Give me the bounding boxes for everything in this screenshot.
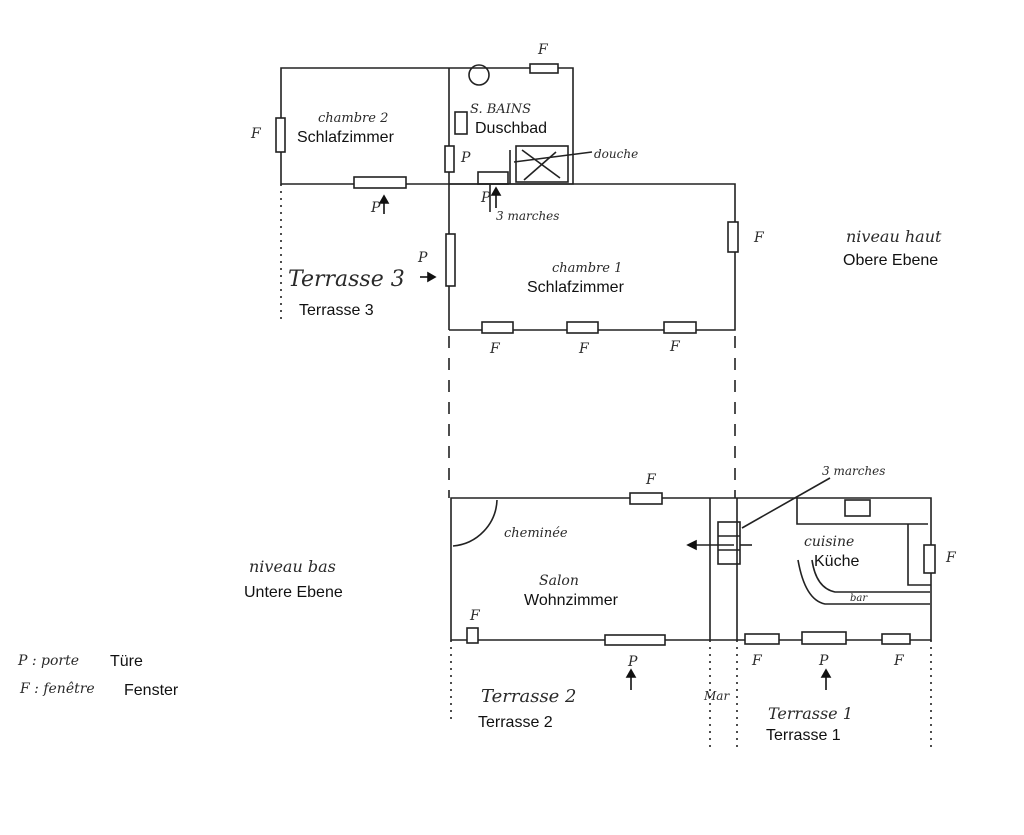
- window-symbol: F: [893, 653, 905, 669]
- lower-stairs-annotation: 3 marches: [822, 464, 885, 478]
- window-symbol: F: [645, 472, 657, 488]
- bar-annotation: bar: [850, 593, 868, 604]
- salon-fr-label: Salon: [539, 573, 579, 589]
- window-symbol: F: [669, 339, 681, 355]
- passage-annotation: Mar: [703, 689, 730, 703]
- dashed-projection-lines: [448, 336, 736, 498]
- terrace3-de-label: Terrasse 3: [299, 302, 374, 319]
- kitchen-de-label: Küche: [814, 553, 859, 570]
- terrace1-fr-label: Terrasse 1: [768, 704, 853, 723]
- bedroom1-de-label: Schlafzimmer: [527, 279, 625, 296]
- legend: P : porte Türe F : fenêtre Fenster: [17, 653, 179, 699]
- legend-door-fr: P : porte: [17, 653, 79, 669]
- lower-walls: [450, 64, 932, 750]
- legend-door-de: Türe: [110, 653, 143, 670]
- lower-level-fr-label: niveau bas: [249, 557, 336, 576]
- terrace3-fr-label: Terrasse 3: [288, 267, 405, 292]
- terrace1-de-label: Terrasse 1: [766, 727, 841, 744]
- door-symbol: P: [417, 250, 428, 266]
- door-symbol: P: [370, 200, 381, 216]
- bathroom-de-label: Duschbad: [475, 120, 547, 137]
- shower-annotation: douche: [594, 147, 638, 161]
- legend-window-de: Fenster: [124, 682, 179, 699]
- window-symbol: F: [250, 126, 262, 142]
- window-symbol: F: [489, 341, 501, 357]
- window-symbol: F: [753, 230, 765, 246]
- window-symbol: F: [578, 341, 590, 357]
- fireplace-annotation: cheminée: [504, 526, 568, 541]
- terrace2-fr-label: Terrasse 2: [481, 686, 577, 707]
- bedroom2-de-label: Schlafzimmer: [297, 129, 395, 146]
- window-symbol: F: [537, 42, 549, 58]
- upper-level-fr-label: niveau haut: [846, 227, 942, 246]
- door-symbol: P: [480, 190, 491, 206]
- door-symbol: P: [627, 654, 638, 670]
- kitchen-fr-label: cuisine: [804, 534, 854, 550]
- upper-level-de-label: Obere Ebene: [843, 252, 938, 269]
- door-symbol: P: [460, 150, 471, 166]
- bedroom1-fr-label: chambre 1: [552, 261, 622, 276]
- window-symbol: F: [751, 653, 763, 669]
- door-arrows: [378, 186, 832, 690]
- bedroom2-fr-label: chambre 2: [318, 111, 388, 126]
- upper-stairs-annotation: 3 marches: [496, 209, 559, 223]
- salon-de-label: Wohnzimmer: [524, 592, 619, 609]
- openings: [275, 63, 936, 646]
- window-symbol: F: [945, 550, 957, 566]
- door-symbol: P: [818, 653, 829, 669]
- window-symbol: F: [469, 608, 481, 624]
- legend-window-fr: F : fenêtre: [19, 681, 95, 697]
- lower-level-de-label: Untere Ebene: [244, 584, 343, 601]
- bathroom-fr-label: S. BAINS: [470, 102, 531, 117]
- terrace2-de-label: Terrasse 2: [478, 714, 553, 731]
